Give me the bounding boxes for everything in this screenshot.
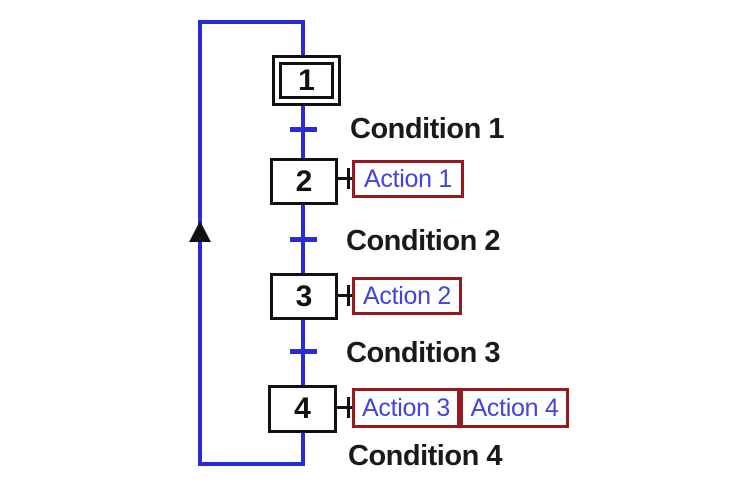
action-box-4: Action 4 <box>460 388 569 428</box>
action-label-4: Action 4 <box>470 393 559 422</box>
action-connector-3 <box>338 294 352 297</box>
transition-bar-3 <box>290 349 317 354</box>
action-connector-3-tick <box>347 285 350 306</box>
feedback-line-left <box>198 20 202 466</box>
condition-label-2: Condition 2 <box>346 225 500 257</box>
flow-line-step1-step2 <box>301 104 305 160</box>
step-label-1: 1 <box>298 63 315 97</box>
step-box-3: 3 <box>270 273 338 320</box>
flow-line-to-step1 <box>301 22 305 57</box>
action-connector-2-tick <box>347 168 350 189</box>
transition-bar-1 <box>290 127 317 132</box>
step-label-2: 2 <box>295 164 313 198</box>
action-connector-4 <box>337 406 352 409</box>
step-box-4: 4 <box>268 385 337 433</box>
step-label-4: 4 <box>294 392 311 425</box>
condition-label-4: Condition 4 <box>348 440 502 472</box>
action-connector-4-tick <box>347 397 350 418</box>
step-label-3: 3 <box>295 279 313 313</box>
action-box-3: Action 3 <box>352 388 460 428</box>
flow-line-step4-return <box>301 431 305 464</box>
transition-bar-2 <box>290 237 317 242</box>
condition-label-1: Condition 1 <box>350 113 504 145</box>
step-box-2: 2 <box>270 158 338 205</box>
triangle-up-icon <box>189 221 211 242</box>
action-connector-2 <box>338 177 352 180</box>
action-label-1: Action 1 <box>364 164 452 193</box>
feedback-line-top <box>198 20 305 24</box>
feedback-line-bottom <box>198 462 305 466</box>
step-box-1-inner-border: 1 <box>279 62 334 99</box>
condition-label-3: Condition 3 <box>346 337 500 369</box>
action-label-2: Action 2 <box>363 281 451 310</box>
step-box-1-initial: 1 <box>272 55 341 106</box>
action-label-3: Action 3 <box>362 393 450 422</box>
action-box-2: Action 2 <box>352 277 462 315</box>
action-box-1: Action 1 <box>352 160 464 198</box>
